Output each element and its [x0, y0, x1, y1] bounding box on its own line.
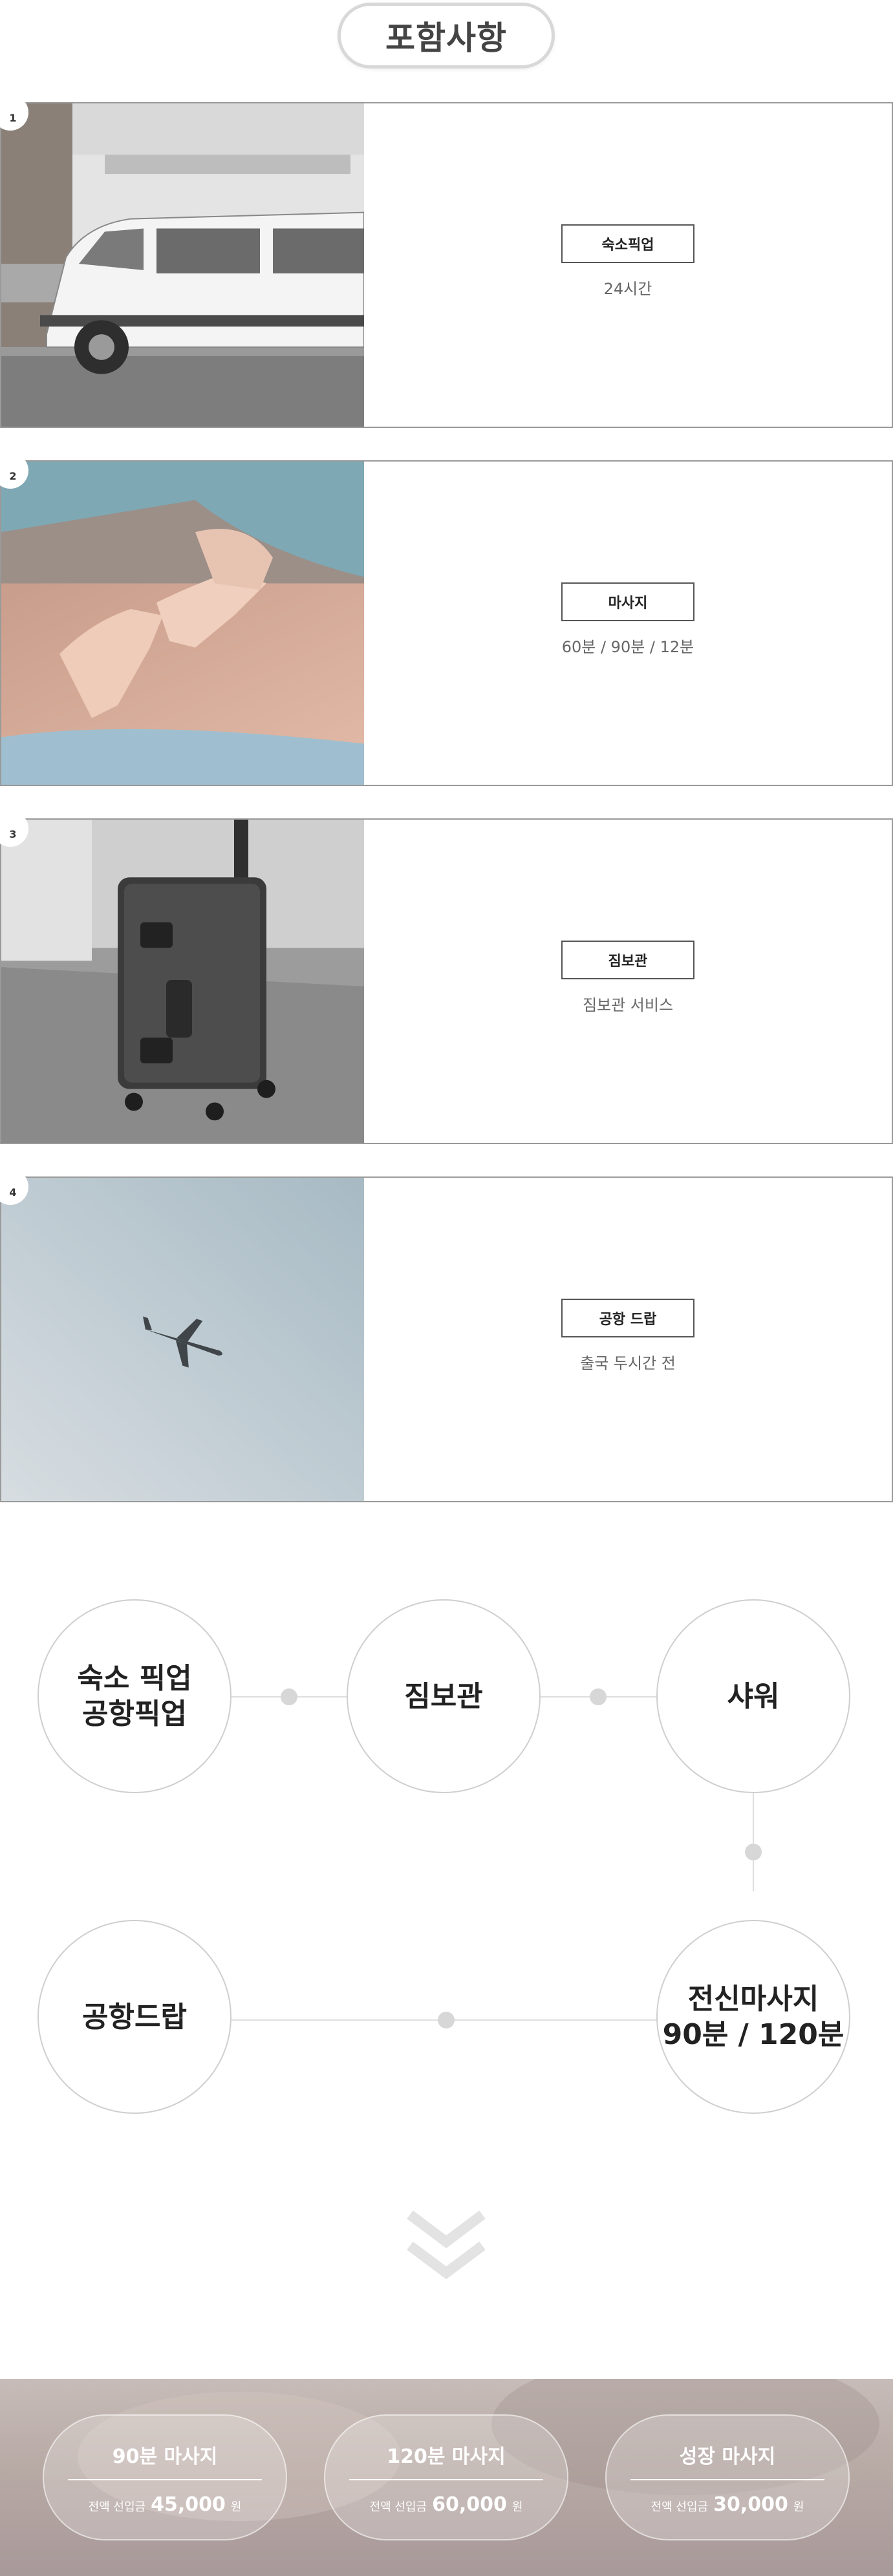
flow-dot: [281, 1688, 297, 1705]
service-detail: 24시간: [603, 279, 652, 298]
service-card-luggage: 3 짐보관 짐보관 서비스: [0, 811, 893, 1144]
divider: [630, 2479, 824, 2480]
card-number: 1: [0, 94, 28, 131]
page-title: 포함사항: [338, 3, 555, 69]
price-card-90min: 90분 마사지 전액 선입금 45,000 원: [43, 2414, 287, 2540]
service-detail: 출국 두시간 전: [580, 1354, 676, 1372]
service-card-pickup: 1 숙소픽업 24시간: [0, 94, 893, 428]
service-card-airport-drop: 4 공항 드랍 출국 두시간 전: [0, 1169, 893, 1502]
flow-step-line2: 공항픽업: [82, 1698, 187, 1730]
price-unit: 원: [230, 2500, 242, 2514]
flow-step-line1: 전신마사지: [687, 1983, 819, 2016]
price-amount: 45,000: [151, 2493, 226, 2516]
flow-step-line2: 90분 / 120분: [662, 2018, 845, 2051]
service-label: 숙소픽업: [561, 224, 694, 263]
price-name: 성장 마사지: [679, 2445, 776, 2468]
price-amount: 60,000: [432, 2493, 507, 2516]
service-flow-diagram: 숙소 픽업 공항픽업 짐보관 샤워 전신마사지 90분 / 120분 공항드랍: [0, 1577, 893, 2114]
divider: [349, 2479, 543, 2480]
service-label: 마사지: [561, 582, 694, 621]
double-chevron-down-icon: [407, 2210, 486, 2279]
airplane-photo: [1, 1178, 364, 1501]
van-photo: [1, 103, 364, 427]
pricing-section: 90분 마사지 전액 선입금 45,000 원 120분 마사지 전액 선입금 …: [0, 2379, 893, 2576]
price-name: 90분 마사지: [112, 2445, 218, 2468]
price-card-growth: 성장 마사지 전액 선입금 30,000 원: [605, 2414, 850, 2540]
service-label: 공항 드랍: [561, 1298, 694, 1337]
service-info: 짐보관 짐보관 서비스: [364, 820, 892, 1143]
price-prefix: 전액 선입금: [651, 2500, 709, 2514]
flow-step-airport-drop: 공항드랍: [38, 1920, 231, 2114]
price-prefix: 전액 선입금: [369, 2500, 427, 2514]
price-card-120min: 120분 마사지 전액 선입금 60,000 원: [324, 2414, 568, 2540]
flow-step-pickup: 숙소 픽업 공항픽업: [38, 1599, 231, 1793]
service-info: 마사지 60분 / 90분 / 12분: [364, 462, 892, 785]
price-unit: 원: [793, 2500, 804, 2514]
flow-step-line1: 공항드랍: [82, 2000, 187, 2034]
service-detail: 짐보관 서비스: [582, 995, 674, 1014]
price-name: 120분 마사지: [387, 2445, 506, 2468]
price-amount: 30,000: [713, 2493, 788, 2516]
price-prefix: 전액 선입금: [88, 2500, 146, 2514]
suitcase-photo: [1, 820, 364, 1143]
service-detail: 60분 / 90분 / 12분: [561, 637, 694, 656]
price-unit: 원: [511, 2500, 523, 2514]
card-number: 2: [0, 452, 28, 489]
service-info: 숙소픽업 24시간: [364, 103, 892, 427]
massage-photo: [1, 462, 364, 785]
flow-step-luggage: 짐보관: [347, 1599, 541, 1793]
flow-dot: [438, 2012, 455, 2028]
flow-step-line1: 숙소 픽업: [77, 1662, 192, 1695]
service-info: 공항 드랍 출국 두시간 전: [364, 1178, 892, 1501]
service-label: 짐보관: [561, 940, 694, 979]
flow-step-massage: 전신마사지 90분 / 120분: [656, 1920, 850, 2114]
flow-step-line1: 샤워: [727, 1679, 780, 1713]
flow-dot: [590, 1688, 607, 1705]
card-number: 4: [0, 1169, 28, 1205]
flow-step-line1: 짐보관: [404, 1679, 483, 1713]
flow-connector: [753, 1793, 754, 1891]
divider: [68, 2479, 262, 2480]
card-number: 3: [0, 811, 28, 847]
flow-dot: [745, 1844, 762, 1860]
flow-step-shower: 샤워: [656, 1599, 850, 1793]
service-card-massage: 2 마사지 60분 / 90분 / 12분: [0, 452, 893, 786]
